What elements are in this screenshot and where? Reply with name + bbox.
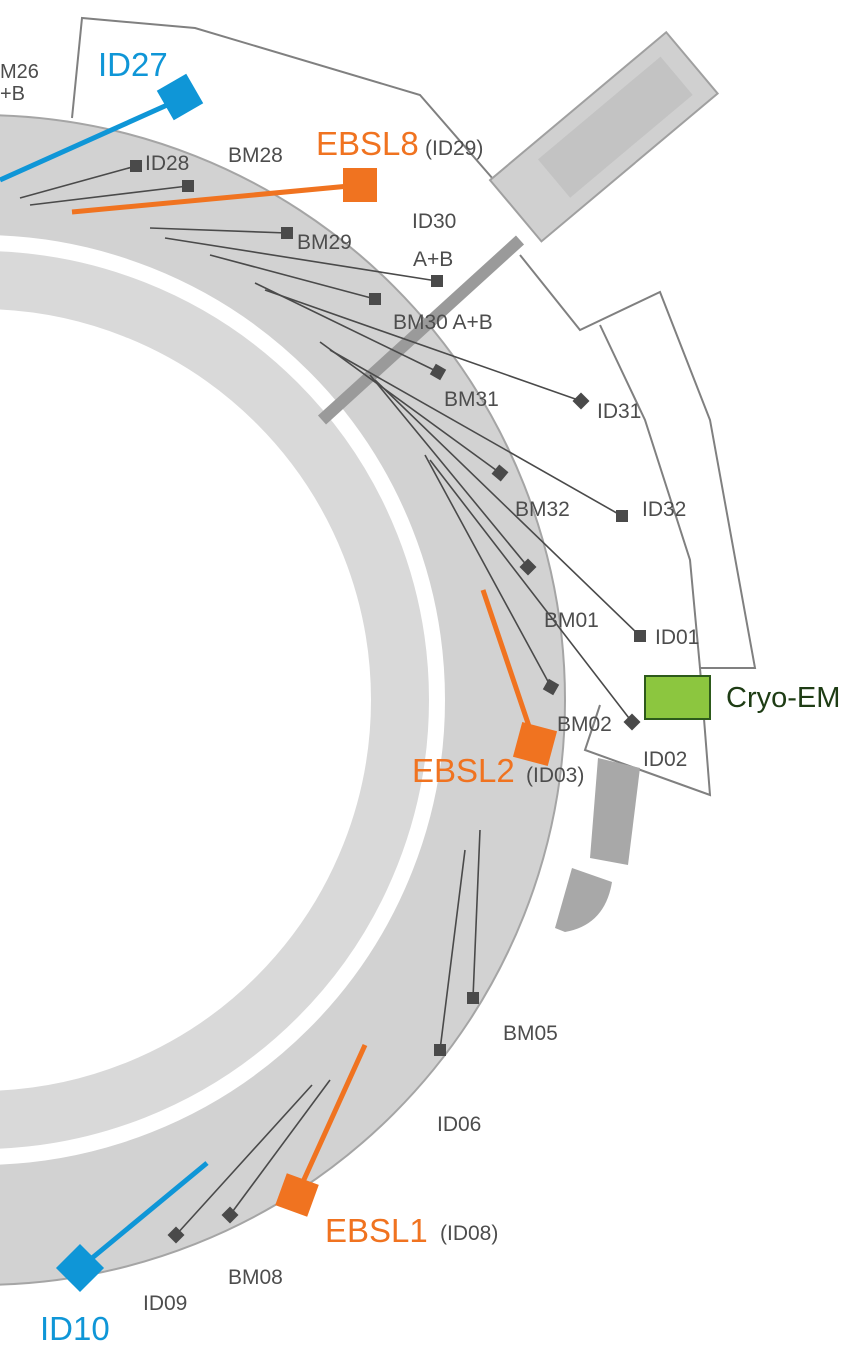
label-id32: ID32 xyxy=(642,498,686,521)
bl-bm08-line xyxy=(229,1079,331,1216)
label-ebsl1-sub: (ID08) xyxy=(440,1222,498,1245)
end-id01-station xyxy=(634,630,646,642)
end-id30-station xyxy=(431,275,443,287)
label-cryo-em: Cryo-EM xyxy=(726,682,840,714)
bl-id30-line xyxy=(164,237,438,282)
bl-bm05-line xyxy=(472,829,481,999)
bl-ebsl2-line xyxy=(480,589,538,745)
bl-id02-line xyxy=(429,459,633,723)
end-bm30-station xyxy=(369,293,381,305)
label-ebsl1: EBSL1 xyxy=(325,1212,428,1249)
end-id27-station xyxy=(156,73,204,121)
bl-id32-line xyxy=(329,349,623,517)
bl-id09-line xyxy=(175,1084,313,1236)
end-bm05-station xyxy=(467,992,479,1004)
bl-id27-line xyxy=(0,94,187,183)
bl-bm32-line xyxy=(319,341,501,474)
bl-ebsl8-line xyxy=(71,182,361,215)
label-bm29: BM29 xyxy=(297,231,352,254)
label-id01: ID01 xyxy=(655,626,699,649)
bl-id10-line xyxy=(78,1161,209,1270)
end-id31-station xyxy=(572,392,590,410)
end-id02-station xyxy=(623,713,641,731)
bl-id01-line xyxy=(374,379,641,637)
label-bm08: BM08 xyxy=(228,1266,283,1289)
label-ebsl8-sub: (ID29) xyxy=(425,137,483,160)
bl-bm01-line xyxy=(369,374,529,568)
label-bm05: BM05 xyxy=(503,1022,558,1045)
label-id02: ID02 xyxy=(643,748,687,771)
beamlines xyxy=(0,73,646,1293)
label-id31: ID31 xyxy=(597,400,641,423)
end-bm31-station xyxy=(429,363,447,381)
end-bm32-station xyxy=(491,464,509,482)
label-bm02: BM02 xyxy=(557,713,612,736)
bl-bm30-line xyxy=(209,254,376,300)
label-bm26: M26 xyxy=(0,61,39,83)
label-id06: ID06 xyxy=(437,1113,481,1136)
label-bm32: BM32 xyxy=(515,498,570,521)
label-ebsl8: EBSL8 xyxy=(316,125,419,162)
label-ebsl2: EBSL2 xyxy=(412,752,515,789)
label-ebsl2-sub: (ID03) xyxy=(526,764,584,787)
bl-bm29-line xyxy=(149,227,288,234)
bl-id31-line xyxy=(264,289,582,402)
label-bm28: BM28 xyxy=(228,144,283,167)
end-bm02-station xyxy=(542,678,560,696)
end-ebsl2-station xyxy=(512,721,558,767)
label-id10: ID10 xyxy=(40,1310,110,1347)
end-bm29-station xyxy=(281,227,293,239)
end-id28-station xyxy=(130,160,142,172)
end-ebsl1-station xyxy=(275,1173,319,1217)
label-bm01: BM01 xyxy=(544,609,599,632)
satellite-building-2 xyxy=(555,868,612,932)
label-id27: ID27 xyxy=(98,46,168,83)
storage-ring-outer-edge xyxy=(0,114,566,1286)
label-id30: ID30 xyxy=(412,210,456,233)
inner-booster-ring xyxy=(0,251,429,1149)
linac-building xyxy=(488,30,720,243)
bl-bm28-line xyxy=(29,185,189,206)
label-id30-sub: A+B xyxy=(413,248,453,271)
building-inner-wall xyxy=(599,324,701,669)
label-bm31: BM31 xyxy=(444,388,499,411)
label-bm26-sub: +B xyxy=(0,83,25,105)
end-bm28-station xyxy=(182,180,194,192)
bl-ebsl1-line xyxy=(294,1043,368,1197)
label-id28: ID28 xyxy=(145,152,189,175)
bl-bm02-line xyxy=(424,454,552,688)
satellite-building-1 xyxy=(590,758,640,865)
bl-id06-line xyxy=(439,849,466,1051)
end-id06-station xyxy=(434,1044,446,1056)
bl-id28-line xyxy=(19,165,137,199)
labels: M26 +B ID27 ID28 BM28 EBSL8 (ID29) BM29 … xyxy=(0,46,840,1347)
end-id32-station xyxy=(616,510,628,522)
label-id09: ID09 xyxy=(143,1292,187,1315)
transfer-line xyxy=(317,235,525,425)
end-bm01-station xyxy=(519,558,537,576)
end-ebsl8-station xyxy=(343,168,377,202)
experimental-hall-outline-upper xyxy=(71,16,521,211)
cryo-em-box xyxy=(644,675,711,720)
storage-ring xyxy=(0,115,565,1285)
label-bm30: BM30 A+B xyxy=(393,311,493,334)
